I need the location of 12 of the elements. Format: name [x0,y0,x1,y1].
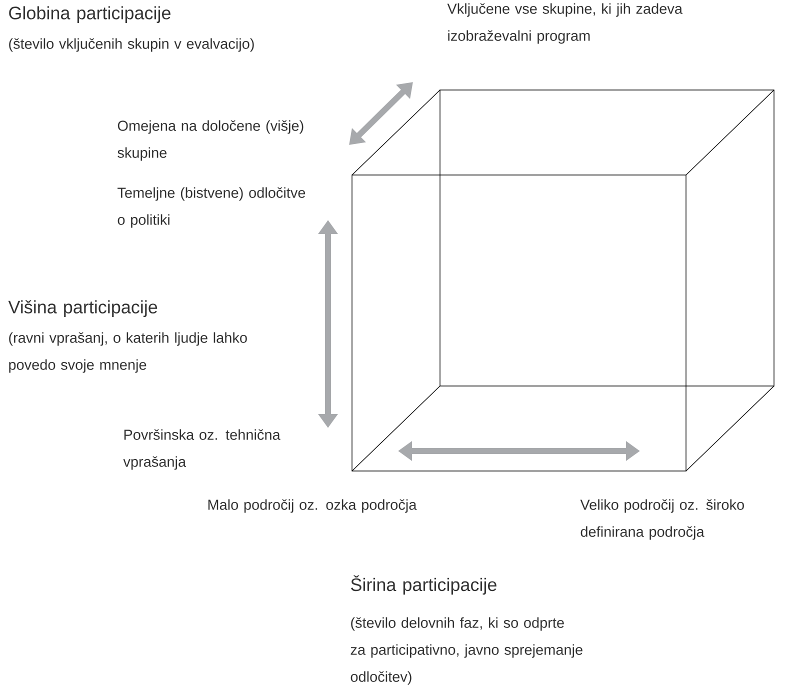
axis-title: Višina participacije [8,300,158,318]
scale-label: Omejena na določene (višje) skupine [118,120,304,161]
scale-label: Malo področij oz. ozka področja [208,499,417,513]
axis-description: (število vključenih skupin v evalvacijo) [9,38,254,52]
scale-label: Površinska oz. tehnična vprašanja [123,429,280,470]
axis-title: Globina participacije [9,6,170,23]
scale-label: Veliko področij oz. široko definirana področja [580,499,744,540]
axis-description: (število delovnih faz, ki so odprte za participativno, javno sprejemanje odločitev) [350,617,582,685]
axis-description: (ravni vprašanj, o katerih ljudje lahko povedo svoje mnenje [9,332,247,373]
scale-label: Temeljne (bistvene) odločitve o politiki [118,187,306,228]
axis-title: Širina participacije [351,575,496,595]
scale-label: Vključene vse skupine, ki jih zadeva izobraževalni program [447,3,682,44]
